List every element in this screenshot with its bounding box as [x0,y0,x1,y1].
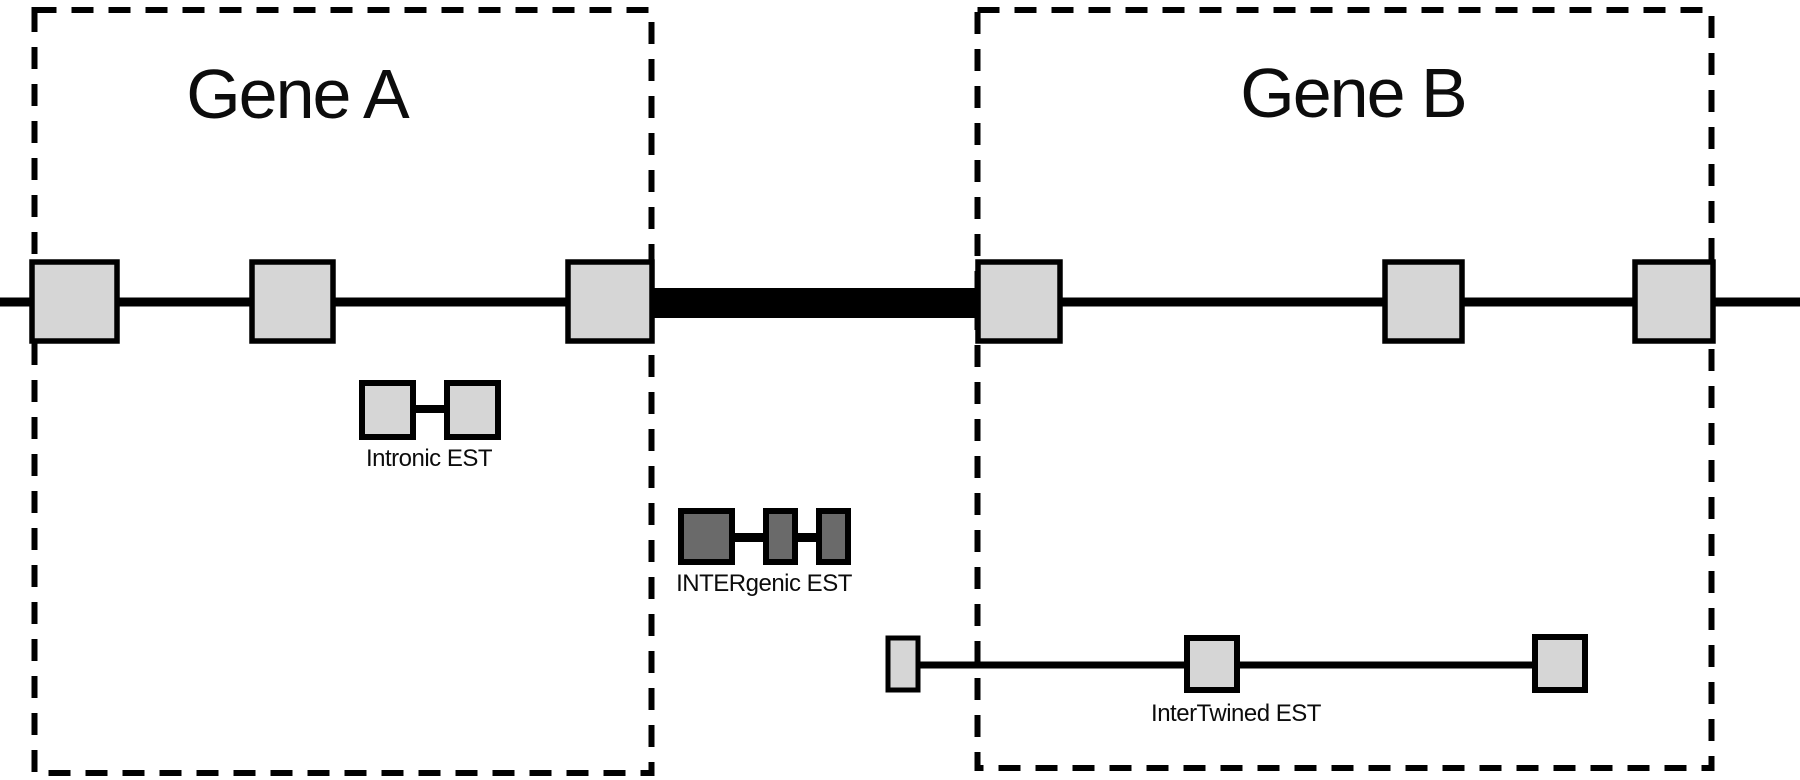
gene-a-exon-3 [565,259,655,344]
gene-b-title: Gene B [1240,54,1465,132]
gene-b-exon-2 [1382,259,1465,344]
intronic-est-label: Intronic EST [366,445,493,472]
gene-b-boundary-box [974,7,1715,771]
gene-a-title: Gene A [186,55,410,133]
gene-a-boundary-box [31,7,655,776]
gene-a-exon-2 [249,259,336,344]
intertwined-est-exon-3 [1532,634,1588,693]
intergenic-est-exon-1 [678,508,735,565]
intergenic-est-label: INTERgenic EST [676,570,853,597]
intertwined-est-label: InterTwined EST [1151,700,1322,727]
intergenic-est-exon-3 [816,508,851,565]
intergenic-est-exon-2 [763,508,798,565]
intronic-est-exon-1 [359,380,416,440]
intronic-est: Intronic EST [359,380,501,472]
gene-b-exon-3 [1632,259,1716,344]
intergenic-est: INTERgenic EST [676,508,853,597]
gene-a-exon-1 [29,259,120,344]
intertwined-est-exon-1 [885,635,921,693]
intertwined-est-exon-2 [1184,635,1240,693]
intergenic-region-bar [651,288,978,318]
gene-b-exon-1 [975,259,1063,344]
intronic-est-exon-2 [444,380,501,440]
intertwined-est: InterTwined EST [885,634,1588,727]
